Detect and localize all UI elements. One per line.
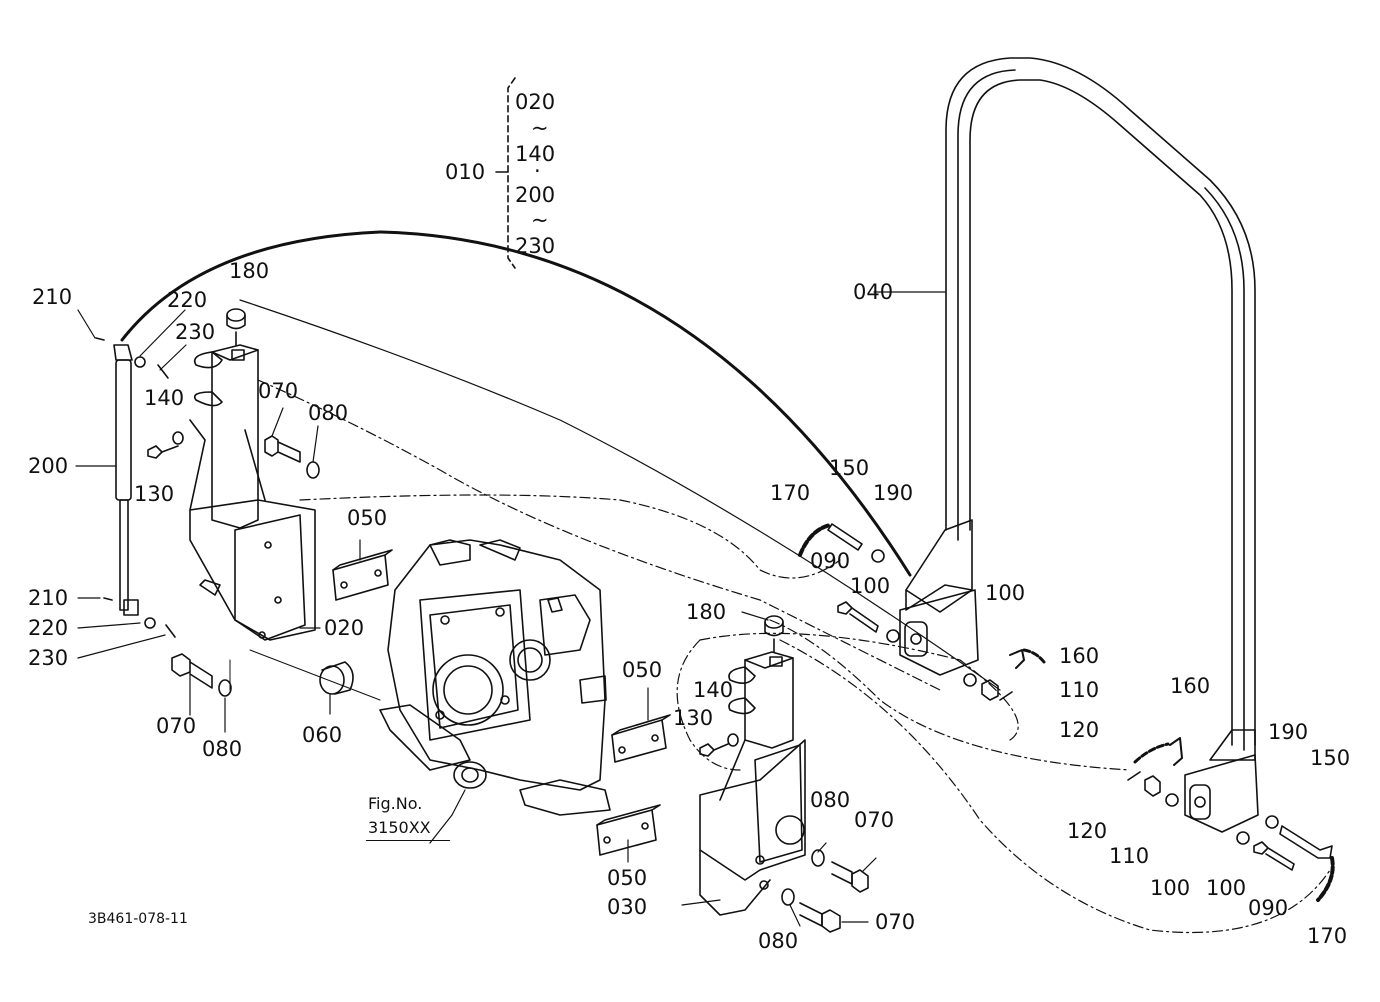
callout-010: 010 <box>445 160 486 184</box>
callout-050-mid: 050 <box>622 658 663 682</box>
callout-150-mid: 150 <box>829 456 870 480</box>
spacer-blocks <box>332 549 671 856</box>
callout-220-top: 220 <box>167 288 208 312</box>
callout-160-right: 160 <box>1170 674 1211 698</box>
callout-150-right: 150 <box>1310 746 1351 770</box>
callout-120-right: 120 <box>1067 819 1108 843</box>
callout-050-bot: 050 <box>607 866 648 890</box>
gas-strut <box>113 344 139 616</box>
leader-lines <box>75 291 946 927</box>
fastener-hardware <box>95 337 1335 933</box>
figure-ref-line1: Fig.No. <box>368 794 423 813</box>
callout-080-top: 080 <box>308 401 349 425</box>
callout-140-left: 140 <box>144 386 185 410</box>
callout-110-mid: 110 <box>1059 678 1100 702</box>
callout-090-right: 090 <box>1248 896 1289 920</box>
callout-080-mid: 080 <box>810 788 851 812</box>
callout-180-left: 180 <box>229 259 270 283</box>
callout-170-mid: 170 <box>770 481 811 505</box>
figure-ref-line2: 3150XX <box>368 818 431 837</box>
callout-060: 060 <box>302 723 343 747</box>
callout-160-mid: 160 <box>1059 644 1100 668</box>
callout-210-bot: 210 <box>28 586 69 610</box>
drawing-id: 3B461-078-11 <box>88 911 188 927</box>
callout-200: 200 <box>28 454 69 478</box>
callout-080-bot: 080 <box>202 737 243 761</box>
callout-020: 020 <box>324 616 365 640</box>
right-bracket-assembly <box>699 615 806 916</box>
callout-100-right-b: 100 <box>1206 876 1247 900</box>
callout-190-right: 190 <box>1268 720 1309 744</box>
group-sep-2: · <box>534 159 541 183</box>
callout-070-low: 070 <box>875 910 916 934</box>
callout-050-top: 050 <box>347 506 388 530</box>
group-range-140: 140 <box>515 142 556 166</box>
callout-100-mid-b: 100 <box>985 581 1026 605</box>
callout-070-top: 070 <box>258 379 299 403</box>
callout-190-mid: 190 <box>873 481 914 505</box>
group-range-020: 020 <box>515 90 556 114</box>
callout-220-bot: 220 <box>28 616 69 640</box>
callout-110-right: 110 <box>1109 844 1150 868</box>
callout-080-low: 080 <box>758 929 799 953</box>
transmission-housing <box>379 539 611 816</box>
group-range-230: 230 <box>515 234 556 258</box>
assembly-guide-lines <box>120 230 1331 934</box>
callout-030: 030 <box>607 895 648 919</box>
callout-070-bot: 070 <box>156 714 197 738</box>
callout-210-top: 210 <box>32 285 73 309</box>
callout-140-mid: 140 <box>693 678 734 702</box>
collar <box>319 661 354 695</box>
callout-130-left: 130 <box>134 482 175 506</box>
figure-ref-underline <box>366 840 450 841</box>
callout-040: 040 <box>853 280 894 304</box>
callout-120-mid: 120 <box>1059 718 1100 742</box>
callout-100-mid-a: 100 <box>850 574 891 598</box>
callout-090-mid: 090 <box>810 549 851 573</box>
callout-170-right: 170 <box>1307 924 1348 948</box>
callout-180-mid: 180 <box>686 600 727 624</box>
callout-100-right-a: 100 <box>1150 876 1191 900</box>
group-sep-3: ~ <box>531 208 549 232</box>
assembly-group-bracket <box>495 77 516 269</box>
rops-frame <box>899 57 1259 833</box>
group-sep-1: ~ <box>531 116 549 140</box>
group-range-200: 200 <box>515 183 556 207</box>
callout-230-top: 230 <box>175 320 216 344</box>
left-bracket-assembly <box>189 308 316 641</box>
callout-230-bot: 230 <box>28 646 69 670</box>
callout-070-mid: 070 <box>854 808 895 832</box>
callout-130-mid: 130 <box>673 706 714 730</box>
